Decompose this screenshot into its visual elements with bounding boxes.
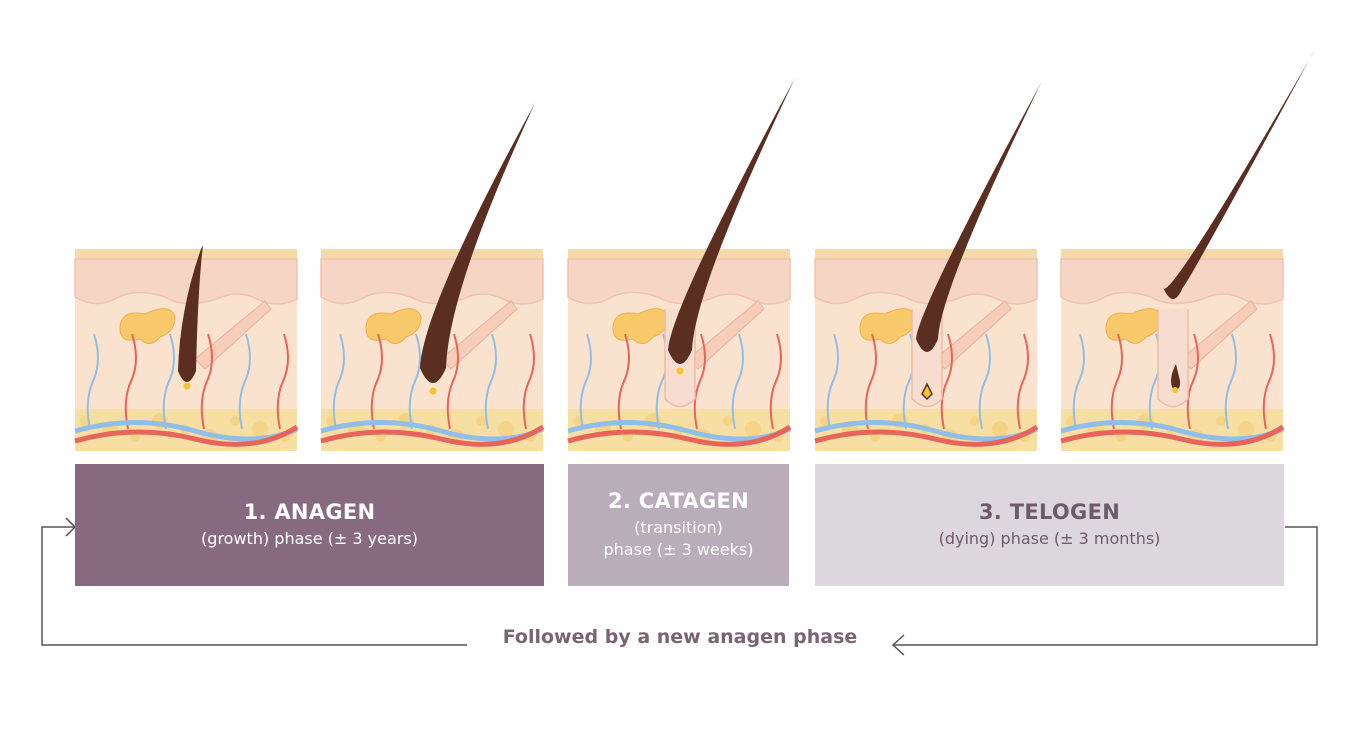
fat-cell (745, 421, 761, 437)
catagen-phase-box: 2. CATAGEN (transition) phase (± 3 weeks… (568, 464, 789, 586)
fat-cell (970, 416, 980, 426)
anagen-subtitle: (growth) phase (± 3 years) (201, 529, 418, 548)
capillary-blue (978, 333, 991, 430)
skin-surface (815, 249, 1037, 259)
capillary-red (864, 333, 877, 430)
hair-shaft (420, 101, 536, 383)
skin-panel (320, 101, 545, 451)
skin-surface (75, 249, 297, 259)
artery (1060, 424, 1285, 447)
capillary-red (124, 333, 137, 430)
epidermis (1060, 258, 1284, 305)
capillary-red (1186, 333, 1199, 430)
hair-shaft (916, 79, 1043, 352)
fat-cell (498, 421, 514, 437)
capillary-red (617, 333, 630, 430)
capillary-red (276, 333, 289, 430)
capillary-red (693, 333, 706, 430)
skin-surface (1061, 249, 1283, 259)
skin-panel (567, 76, 796, 451)
capillary-blue (238, 333, 251, 430)
capillary-blue (731, 333, 744, 430)
skin-panel (74, 245, 299, 451)
sebaceous-gland (365, 308, 422, 344)
catagen-title: 2. CATAGEN (607, 489, 750, 513)
telogen-subtitle: (dying) phase (± 3 months) (938, 529, 1161, 548)
cycle-footer-label: Followed by a new anagen phase (502, 626, 858, 648)
capillary-red (940, 333, 953, 430)
fat-cell (992, 421, 1008, 437)
capillary-red (370, 333, 383, 430)
new-papilla (921, 382, 933, 401)
artery (814, 424, 1039, 447)
telogen-phase-box: 3. TELOGEN (dying) phase (± 3 months) (815, 464, 1284, 586)
artery (320, 424, 545, 447)
dermal-papilla (429, 387, 437, 395)
capillary-blue (579, 333, 592, 430)
cycle-line-left (41, 526, 467, 646)
capillary-blue (1224, 333, 1237, 430)
capillary-blue (1072, 333, 1085, 430)
hair-shaft (178, 245, 203, 382)
fat-cell (230, 416, 240, 426)
dermal-papilla (183, 382, 191, 390)
dermal-papilla (676, 367, 684, 375)
telogen-title: 3. TELOGEN (978, 500, 1121, 524)
epidermis (320, 258, 544, 305)
capillary-red (200, 333, 213, 430)
fat-cell (1216, 416, 1226, 426)
fat-cell (1238, 421, 1254, 437)
fat-cell (723, 416, 733, 426)
capillary-red (522, 333, 535, 430)
arrow-left-icon (891, 634, 905, 656)
follicle-sheath (1157, 309, 1189, 408)
anagen-title: 1. ANAGEN (243, 500, 376, 524)
arrector-pili-muscle (194, 300, 272, 370)
catagen-subtitle-line2: phase (± 3 weeks) (603, 540, 754, 559)
fat-cell (476, 416, 486, 426)
capillary-red (1016, 333, 1029, 430)
capillary-red (1262, 333, 1275, 430)
sebaceous-gland (119, 308, 176, 344)
hair-shaft (668, 76, 796, 364)
skin-panel (1060, 51, 1314, 451)
cycle-line-right (893, 526, 1318, 646)
epidermis (74, 258, 298, 305)
fat-cell (252, 421, 268, 437)
capillary-red (769, 333, 782, 430)
capillary-blue (484, 333, 497, 430)
skin-surface (321, 249, 543, 259)
new-hair-bud (1171, 364, 1181, 390)
capillary-blue (162, 333, 175, 430)
capillary-blue (826, 333, 839, 430)
epidermis (814, 258, 1038, 305)
skin-panel (814, 79, 1043, 451)
capillary-red (1110, 333, 1123, 430)
skin-surface (568, 249, 790, 259)
epidermis (567, 258, 791, 305)
catagen-subtitle-line1: (transition) (634, 518, 723, 537)
dermal-papilla (1172, 387, 1178, 393)
artery (567, 424, 792, 447)
arrector-pili-muscle (440, 300, 518, 370)
anagen-phase-box: 1. ANAGEN (growth) phase (± 3 years) (75, 464, 544, 586)
capillary-blue (408, 333, 421, 430)
artery (74, 424, 299, 447)
capillary-blue (332, 333, 345, 430)
capillary-red (446, 333, 459, 430)
capillary-blue (86, 333, 99, 430)
